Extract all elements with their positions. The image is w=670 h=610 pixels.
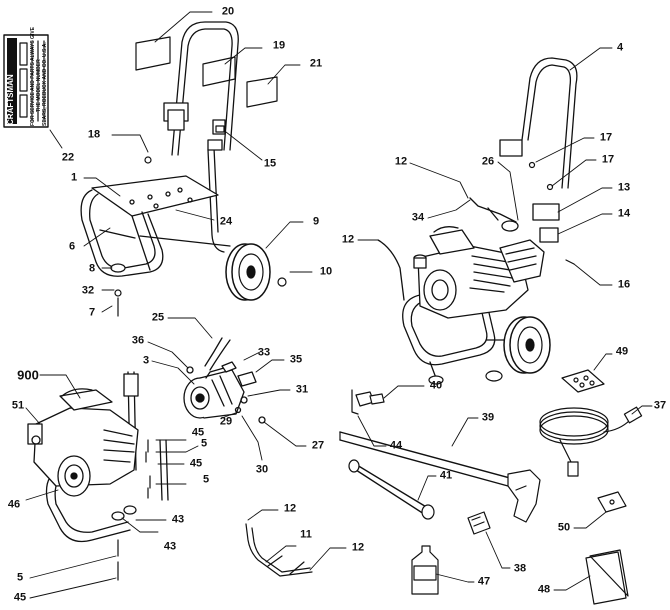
callout-36: 36 (131, 334, 145, 347)
callout-39: 39 (481, 411, 495, 424)
callout-20: 20 (221, 5, 235, 18)
callout-3: 3 (142, 354, 150, 367)
washer-32 (114, 289, 122, 297)
callout-30: 30 (255, 463, 269, 476)
callout-40: 40 (429, 379, 443, 392)
callout-45a: 45 (191, 426, 205, 439)
leader-lines (25, 11, 653, 599)
callout-5c: 5 (16, 571, 24, 584)
callout-22: 22 (61, 151, 75, 164)
callout-13: 13 (617, 181, 631, 194)
callout-21: 21 (309, 57, 323, 70)
manual-48 (585, 549, 629, 605)
callout-14: 14 (617, 207, 631, 220)
callout-10: 10 (319, 265, 333, 278)
fitting-35 (237, 371, 257, 387)
wand-41 (348, 459, 435, 520)
callout-900: 900 (17, 367, 39, 383)
callout-24: 24 (219, 215, 233, 228)
callout-34: 34 (411, 211, 425, 224)
callout-45b: 45 (189, 457, 203, 470)
callout-27: 27 (311, 439, 325, 452)
callout-33: 33 (257, 346, 271, 359)
callout-11: 11 (300, 528, 312, 541)
wheel-9 (225, 243, 271, 301)
callout-45c: 45 (13, 591, 27, 604)
nut-10 (277, 277, 287, 287)
nozzle-40 (351, 389, 385, 415)
callout-17a: 17 (599, 131, 613, 144)
fitting-33 (221, 361, 237, 373)
callout-17b: 17 (601, 153, 615, 166)
fitting-27 (258, 416, 266, 424)
callout-1: 1 (70, 171, 78, 184)
hose-37 (539, 406, 643, 477)
callout-25: 25 (151, 311, 165, 324)
screw-17a (528, 161, 536, 169)
decal-22-line3: SEARS, ROEBUCK AND CO. U.S.A. (42, 42, 48, 126)
part-15 (215, 125, 225, 133)
callout-19: 19 (272, 39, 286, 52)
callout-7: 7 (88, 306, 96, 319)
callout-38: 38 (513, 562, 527, 575)
foot-8 (110, 263, 126, 273)
bracket-11 (245, 523, 313, 577)
packet-50 (597, 491, 627, 513)
callout-37: 37 (653, 399, 667, 412)
decal-22-brand: CRAFTSMAN (6, 74, 15, 125)
callout-12c: 12 (283, 502, 297, 515)
foot-top-right (485, 370, 503, 382)
callout-9: 9 (312, 215, 320, 228)
fitting-31 (240, 396, 248, 404)
orings-49 (561, 369, 605, 393)
callout-5b: 5 (202, 473, 210, 486)
callout-16: 16 (617, 278, 631, 291)
callout-29: 29 (219, 415, 233, 428)
decal-20 (135, 36, 171, 71)
bolt-16 (565, 259, 575, 265)
callout-51: 51 (11, 399, 25, 412)
callout-18: 18 (87, 128, 101, 141)
nozzle-38 (467, 511, 491, 535)
assembled-unit-top-right (377, 57, 578, 379)
screw-17b (546, 183, 554, 191)
oil-bottle-47 (411, 545, 439, 595)
callout-8: 8 (88, 262, 96, 275)
callout-43a: 43 (171, 513, 185, 526)
callout-35: 35 (289, 353, 303, 366)
engine-assembly-bottom-left (27, 371, 169, 543)
callout-5a: 5 (200, 437, 208, 450)
wheel-top-right (503, 316, 551, 374)
callout-48: 48 (537, 583, 551, 596)
decal-22 (3, 34, 49, 128)
decal-21 (246, 76, 278, 108)
callout-15: 15 (263, 157, 277, 170)
callout-6: 6 (68, 240, 76, 253)
callout-31: 31 (295, 383, 309, 396)
callout-26: 26 (481, 155, 495, 168)
callout-41: 41 (439, 469, 453, 482)
callout-47: 47 (477, 575, 491, 588)
callout-46: 46 (7, 498, 21, 511)
callout-44: 44 (389, 439, 403, 452)
callout-12d: 12 (351, 541, 365, 554)
callout-12b: 12 (341, 233, 355, 246)
callout-12a: 12 (394, 155, 408, 168)
callout-43b: 43 (163, 540, 177, 553)
fitting-36 (186, 366, 194, 374)
screw-18 (144, 156, 152, 164)
foot-43a (111, 511, 125, 521)
pump-3 (183, 337, 266, 424)
callout-32: 32 (81, 284, 95, 297)
callout-49: 49 (615, 345, 629, 358)
callout-50: 50 (557, 521, 571, 534)
callout-4: 4 (616, 41, 624, 54)
foot-43b (123, 505, 137, 515)
spray-gun-39 (339, 431, 541, 523)
